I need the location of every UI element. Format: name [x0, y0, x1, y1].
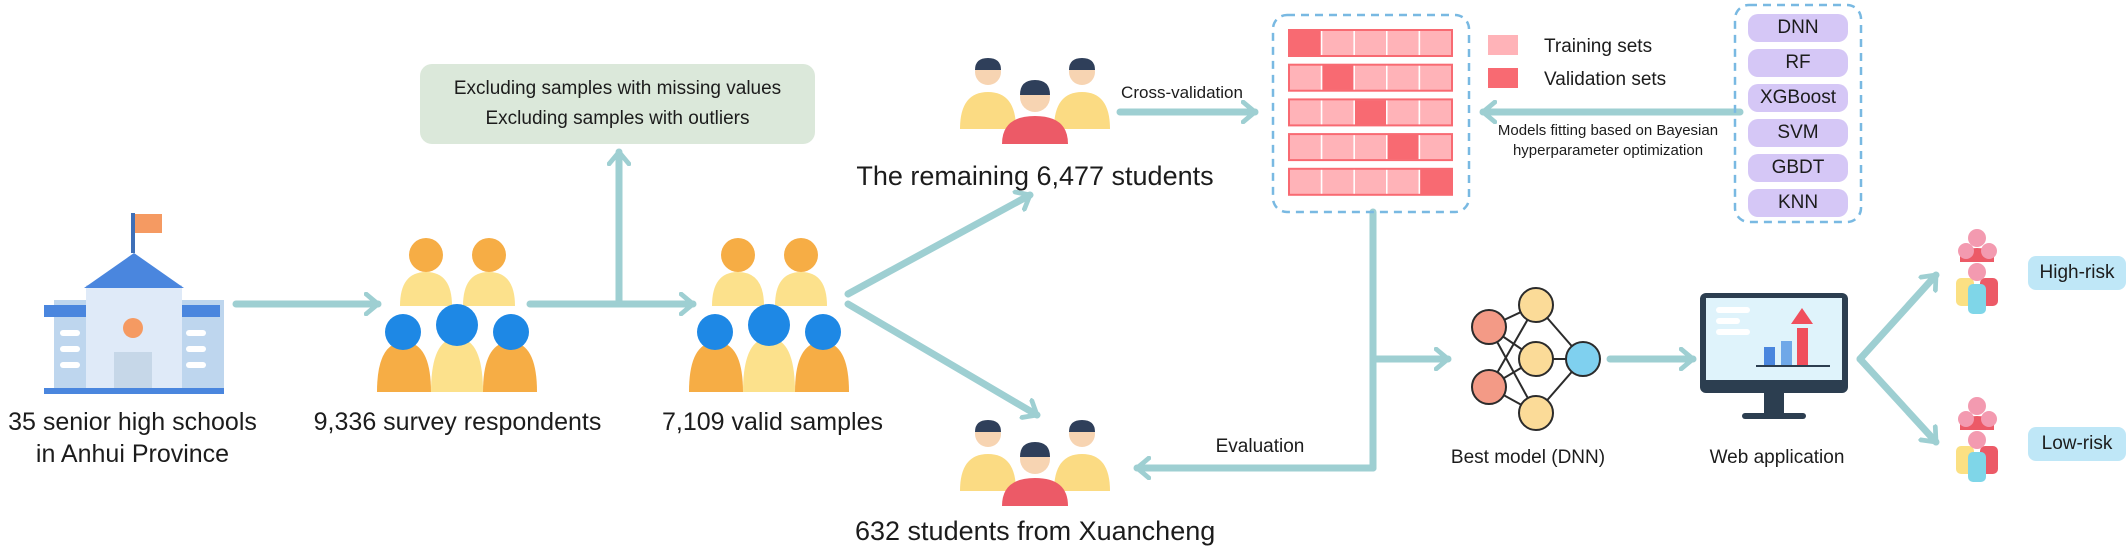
- valid-samples-label: 7,109 valid samples: [662, 408, 883, 436]
- legend-validation-label: Validation sets: [1544, 69, 1667, 90]
- training-segment: [1418, 29, 1453, 57]
- exclusion-criteria-box: Excluding samples with missing values Ex…: [420, 64, 815, 144]
- validation-segment: [1353, 98, 1388, 127]
- cv-fold-border: [1288, 63, 1453, 92]
- model-pill-dnn: DNN: [1748, 14, 1848, 42]
- school-label-line1: 35 senior high schools: [8, 408, 257, 436]
- web-application-label: Web application: [1709, 447, 1845, 468]
- cv-fold-grid: [1288, 29, 1453, 196]
- training-segment: [1386, 63, 1421, 92]
- high-risk-tag: High-risk: [2028, 256, 2126, 290]
- model-pill-rf: RF: [1748, 49, 1848, 77]
- school-building-icon: [44, 213, 224, 394]
- training-segment: [1386, 168, 1421, 196]
- training-segment: [1320, 133, 1355, 161]
- training-segment: [1353, 133, 1388, 161]
- cv-fold-border: [1288, 29, 1453, 57]
- training-segment: [1418, 133, 1453, 161]
- model-pill-xgboost: XGBoost: [1748, 84, 1848, 112]
- training-segment: [1418, 98, 1453, 127]
- legend-training-label: Training sets: [1544, 36, 1653, 57]
- cv-dashed-box: [1271, 13, 1471, 214]
- validation-segment: [1320, 63, 1355, 92]
- valid-samples-icon: [689, 238, 849, 392]
- xuancheng-students-icon: [960, 420, 1110, 506]
- cv-fold-border: [1288, 98, 1453, 127]
- evaluation-label: Evaluation: [1215, 436, 1305, 457]
- exclusion-outliers: Excluding samples with outliers: [485, 108, 750, 129]
- model-fitting-label: Models fitting based on Bayesian hyperpa…: [1488, 121, 1728, 161]
- training-segment: [1288, 98, 1323, 127]
- respondents-label: 9,336 survey respondents: [313, 408, 602, 436]
- models-dashed-box: [1733, 3, 1863, 224]
- low-risk-tag: Low-risk: [2028, 427, 2126, 461]
- exclusion-missing-values: Excluding samples with missing values: [453, 78, 782, 99]
- arrow-to-high-risk: [1856, 271, 1940, 363]
- training-segment: [1353, 29, 1388, 57]
- training-segment: [1418, 63, 1453, 92]
- model-fitting-line1: Models fitting based on Bayesian: [1497, 122, 1719, 139]
- training-swatch: [1488, 35, 1518, 55]
- training-segment: [1386, 29, 1421, 57]
- neural-network-icon: [1471, 287, 1601, 431]
- remaining-students-icon: [960, 58, 1110, 144]
- cv-fold-row: [1288, 63, 1453, 92]
- cv-fold-border: [1288, 133, 1453, 162]
- remaining-students-label: The remaining 6,477 students: [856, 161, 1214, 191]
- cv-fold-row: [1288, 133, 1453, 162]
- cv-fold-border: [1288, 167, 1453, 196]
- training-segment: [1386, 98, 1421, 127]
- validation-swatch: [1488, 68, 1518, 88]
- school-label: 35 senior high schools in Anhui Province: [0, 406, 265, 470]
- model-pill-gbdt: GBDT: [1748, 154, 1848, 182]
- arrow-valid-to-xuancheng: [844, 300, 1041, 415]
- validation-segment: [1418, 168, 1453, 196]
- training-segment: [1320, 168, 1355, 196]
- survey-respondents-icon: [377, 238, 537, 392]
- training-segment: [1320, 98, 1355, 127]
- model-fitting-line2: hyperparameter optimization: [1512, 142, 1704, 159]
- xuancheng-students-label: 632 students from Xuancheng: [855, 516, 1216, 546]
- monitor-icon: [1700, 293, 1848, 419]
- flow-arrows: [232, 112, 1940, 468]
- training-segment: [1320, 29, 1355, 57]
- high-risk-people-icon: [1956, 229, 1998, 314]
- model-pill-knn: KNN: [1748, 189, 1848, 217]
- validation-segment: [1386, 133, 1421, 161]
- cv-fold-row: [1288, 29, 1453, 57]
- cv-fold-row: [1288, 167, 1453, 196]
- low-risk-people-icon: [1956, 397, 1998, 482]
- school-label-line2: in Anhui Province: [35, 440, 230, 468]
- training-segment: [1288, 133, 1323, 161]
- arrow-to-low-risk: [1856, 355, 1940, 446]
- arrow-valid-to-remaining: [844, 195, 1034, 298]
- validation-segment: [1288, 29, 1323, 57]
- training-segment: [1288, 168, 1323, 196]
- training-segment: [1288, 63, 1323, 92]
- training-segment: [1353, 63, 1388, 92]
- best-model-label: Best model (DNN): [1450, 447, 1606, 468]
- cross-validation-label: Cross-validation: [1121, 83, 1243, 102]
- cv-fold-row: [1288, 98, 1453, 127]
- model-pill-svm: SVM: [1748, 119, 1848, 147]
- training-segment: [1353, 168, 1388, 196]
